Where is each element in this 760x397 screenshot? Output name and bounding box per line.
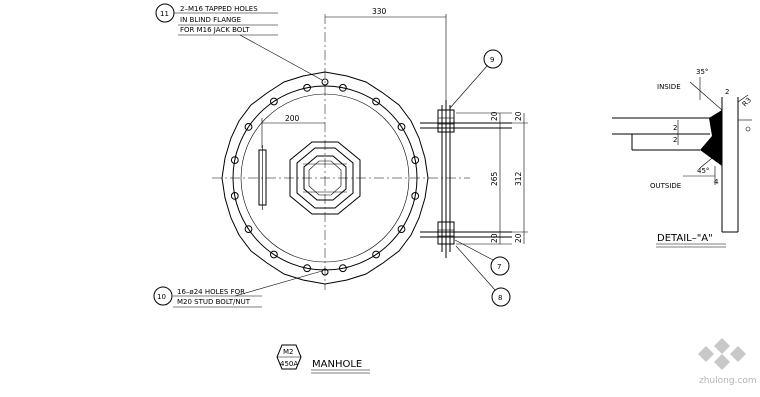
bolt-hole-tick <box>371 98 381 105</box>
detail-dim-r3: R3 <box>741 96 753 108</box>
watermark-logo-icon <box>698 338 746 370</box>
side-view <box>420 100 512 258</box>
bolt-hole <box>230 156 239 165</box>
bolt-hole-tick <box>337 267 348 270</box>
centerlines <box>212 14 470 290</box>
callout-11-line3: FOR M16 JACK BOLT <box>180 26 250 34</box>
callout-11-line2: IN BLIND FLANGE <box>180 16 241 24</box>
blind-flange <box>221 71 429 285</box>
bolt-hole <box>230 192 239 200</box>
lifting-handle <box>258 145 267 210</box>
detail-dim-4: 4 <box>714 178 719 186</box>
watermark: zhulong.com <box>698 338 757 386</box>
detail-dim-2-left: 2 <box>673 124 677 132</box>
bolt-hole <box>372 250 381 259</box>
detail-inside-label: INSIDE <box>657 83 681 91</box>
bolt-hole <box>411 192 420 200</box>
bolt-hole-tick <box>398 224 405 234</box>
dimensions: 330 200 20 20 265 312 20 20 <box>261 7 528 244</box>
bolt-hole-tick <box>269 98 279 105</box>
dim-265: 265 <box>490 171 499 186</box>
jack-bolt-hole-top <box>321 78 329 86</box>
flange-outer-rim <box>221 71 429 285</box>
title-code-top: M2 <box>283 348 294 356</box>
callout-7-number: 7 <box>497 263 501 271</box>
callout-11: 11 2–M16 TAPPED HOLES IN BLIND FLANGE FO… <box>155 3 323 81</box>
callout-9: 9 <box>449 49 503 109</box>
dim-312: 312 <box>514 171 523 186</box>
bolt-hole <box>244 225 253 234</box>
callout-11-number: 11 <box>160 10 169 18</box>
callout-10-number: 10 <box>157 293 166 301</box>
detail-dim-2-mid: 2 <box>673 136 677 144</box>
detail-title: DETAIL–"A" <box>657 233 713 244</box>
dim-200: 200 <box>285 114 300 123</box>
jack-bolt-hole-bottom <box>321 268 329 276</box>
title-manhole: MANHOLE <box>312 359 362 370</box>
bolt-hole-tick <box>269 251 279 258</box>
bolt-hole-tick <box>414 155 417 166</box>
callout-9-number: 9 <box>490 56 494 64</box>
bolt-hole <box>270 97 278 106</box>
dim-20-b: 20 <box>514 111 523 121</box>
dim-20-c: 20 <box>490 233 499 243</box>
bolt-hole <box>397 225 406 234</box>
bolt-hole <box>303 264 312 273</box>
bolt-holes <box>230 83 420 273</box>
dim-330: 330 <box>372 7 387 16</box>
handle-octagon <box>289 141 361 215</box>
bolt-hole <box>270 250 278 259</box>
dim-20-d: 20 <box>514 233 523 243</box>
weld-fill <box>700 110 722 166</box>
bolt-hole-tick <box>233 155 236 166</box>
bolt-hole-tick <box>414 190 417 201</box>
bolt-hole <box>339 83 347 92</box>
bolt-hole-tick <box>371 251 381 258</box>
bolt-hole-tick <box>302 86 313 89</box>
detail-dim-2-top: 2 <box>725 88 729 96</box>
callout-7: 7 <box>454 239 510 276</box>
watermark-text: zhulong.com <box>699 376 757 386</box>
dim-20-a: 20 <box>490 111 499 121</box>
callout-8-number: 8 <box>498 294 502 302</box>
flange-bolt-circle <box>232 85 418 271</box>
bolt-hole-tick <box>233 190 236 201</box>
detail-outside-label: OUTSIDE <box>650 182 681 190</box>
bolt-hole-tick <box>337 86 348 89</box>
detail-a: 35° INSIDE 2 R3 2 2 45° OUTSIDE 4 DETAIL… <box>612 68 753 248</box>
detail-angle-35: 35° <box>696 68 708 76</box>
bolt-hole <box>303 83 312 92</box>
bolt-hole-tick <box>302 267 313 270</box>
callout-10-line1: 16–ø24 HOLES FOR <box>177 288 245 296</box>
bolt-hole <box>397 123 406 131</box>
title-code-bottom: 450A <box>280 360 298 368</box>
bolt-hole-tick <box>245 122 252 132</box>
bolt-hole <box>244 123 253 131</box>
title-block: M2 450A MANHOLE <box>276 344 370 374</box>
flange-inner-circle <box>240 93 410 263</box>
callout-11-line1: 2–M16 TAPPED HOLES <box>180 5 258 13</box>
callout-10: 10 16–ø24 HOLES FOR M20 STUD BOLT/NUT <box>153 270 323 308</box>
bolt-hole-tick <box>245 224 252 234</box>
callout-10-line2: M20 STUD BOLT/NUT <box>177 298 251 306</box>
bolt-hole-tick <box>398 122 405 132</box>
bolt-hole <box>339 264 347 273</box>
detail-angle-45: 45° <box>697 167 709 175</box>
bolt-hole <box>372 97 381 106</box>
callout-8: 8 <box>455 245 511 307</box>
bolt-hole <box>411 156 420 165</box>
